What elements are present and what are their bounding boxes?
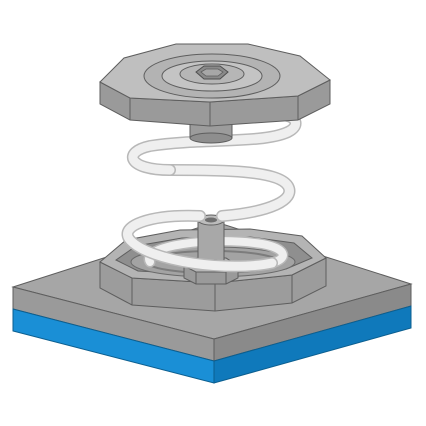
top-cap (99, 43, 331, 144)
post-thread-hole (205, 217, 217, 223)
blue-pad-right (213, 305, 412, 384)
center-post (197, 219, 225, 265)
